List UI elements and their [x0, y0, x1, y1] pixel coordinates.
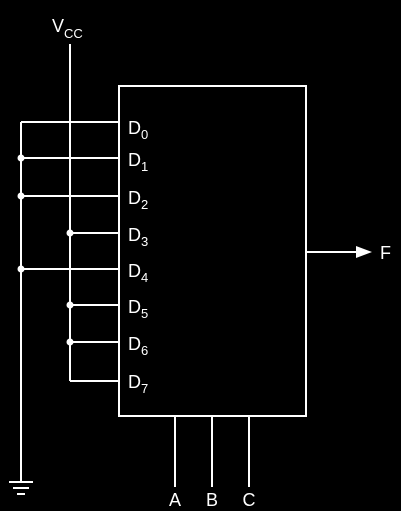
output-label: F	[380, 243, 391, 263]
input-label-d4: D4	[128, 261, 148, 285]
input-label-d3: D3	[128, 225, 148, 249]
select-label-c: C	[243, 490, 256, 510]
arrow-right-icon	[356, 246, 372, 258]
junction-dot	[17, 192, 25, 200]
junction-dot	[17, 265, 25, 273]
input-label-d1: D1	[128, 150, 148, 174]
input-label-d5: D5	[128, 297, 148, 321]
input-label-d6: D6	[128, 334, 148, 358]
select-label-b: B	[206, 490, 218, 510]
junction-dot	[66, 229, 74, 237]
select-label-a: A	[169, 490, 181, 510]
input-label-d0: D0	[128, 118, 148, 142]
junction-dot	[17, 154, 25, 162]
input-label-d2: D2	[128, 188, 148, 212]
ground-icon	[9, 481, 33, 495]
vcc-label: VCC	[52, 16, 83, 41]
junction-dot	[66, 338, 74, 346]
input-label-d7: D7	[128, 372, 148, 396]
junction-dot	[66, 301, 74, 309]
